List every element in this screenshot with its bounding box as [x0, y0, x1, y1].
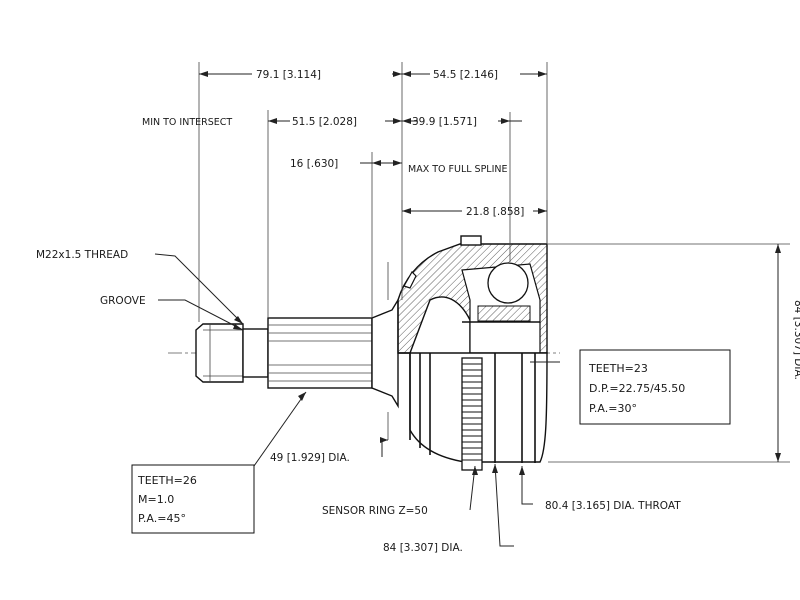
outer-teeth: TEETH=26: [137, 474, 197, 487]
dim-overall-right: 54.5 [2.146]: [433, 69, 498, 81]
outer-module: M=1.0: [138, 493, 174, 506]
housing-upper-section: [397, 235, 548, 354]
sensor-ring-label: SENSOR RING Z=50: [322, 505, 428, 517]
threaded-end: [195, 323, 244, 383]
dim-housing-width: 21.8 [.858]: [466, 206, 524, 218]
spec-box-outer-spline: TEETH=26 M=1.0 P.A.=45°: [131, 464, 255, 534]
sensor-ring: [461, 357, 483, 471]
spline-section: [267, 317, 373, 389]
ball: [487, 262, 529, 304]
max-to-full-spline-label: MAX TO FULL SPLINE: [408, 164, 508, 175]
spec-box-inner-spline: TEETH=23 D.P.=22.75/45.50 P.A.=30°: [579, 349, 731, 425]
groove-label: GROOVE: [100, 295, 146, 307]
thread-label: M22x1.5 THREAD: [36, 249, 128, 261]
dim-overall-left: 79.1 [3.114]: [256, 69, 321, 81]
groove: [242, 328, 269, 378]
dim-shaft-diameter: 49 [1.929] DIA.: [270, 452, 350, 464]
dim-spline-length: 16 [.630]: [290, 158, 338, 170]
cage: [477, 305, 531, 322]
housing-lower-exterior: [398, 352, 548, 471]
dim-min-to-intersect: 51.5 [2.028]: [292, 116, 357, 128]
shaft: [195, 297, 399, 409]
inner-pitch-diameter: D.P.=22.75/45.50: [589, 382, 685, 395]
boot-clip: [403, 271, 417, 289]
housing-nub: [460, 235, 482, 246]
dim-throat-diameter: 80.4 [3.165] DIA. THROAT: [545, 500, 681, 512]
min-to-intersect-label: MIN TO INTERSECT: [142, 117, 232, 128]
extension-lines: [198, 62, 790, 463]
dim-right-spline: 39.9 [1.571]: [412, 116, 477, 128]
shaft-neck: [371, 297, 399, 409]
inner-pressure-angle: P.A.=30°: [589, 402, 637, 415]
arrowheads: [199, 71, 781, 475]
inner-teeth: TEETH=23: [588, 362, 648, 375]
dim-outer-diameter: 84 [3.307] DIA.: [792, 300, 800, 380]
outer-pressure-angle: P.A.=45°: [138, 512, 186, 525]
dim-bottom-diameter: 84 [3.307] DIA.: [383, 542, 463, 554]
